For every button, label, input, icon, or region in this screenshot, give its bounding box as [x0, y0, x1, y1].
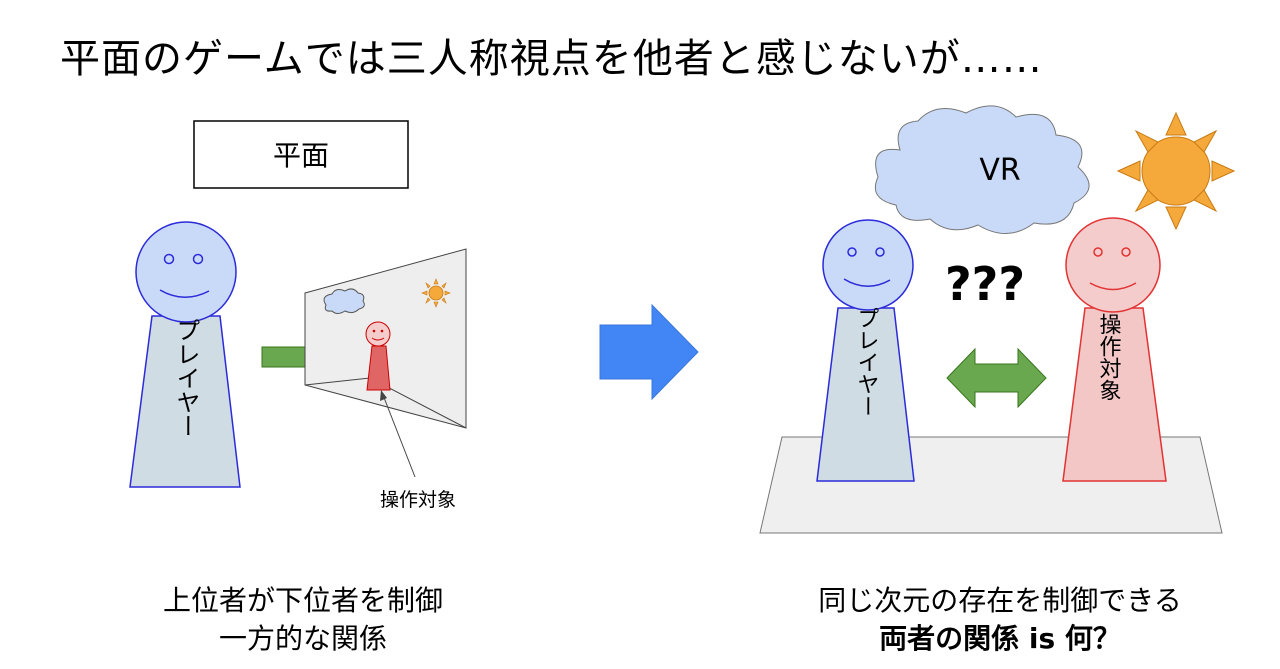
- target-pointer-line: [382, 394, 416, 478]
- vr-player-label: プレイヤー: [854, 307, 879, 417]
- right-caption: 同じ次元の存在を制御できる 両者の関係 is 何？: [770, 582, 1230, 658]
- small-cloud-icon: [323, 288, 365, 314]
- flat-label-box: 平面: [193, 120, 409, 189]
- vr-target-figure: 操作対象: [1062, 217, 1167, 482]
- double-green-arrow: [946, 347, 1047, 409]
- vr-player-figure: プレイヤー: [816, 219, 915, 482]
- flat-screen-panel: [304, 248, 467, 429]
- slide-title: 平面のゲームでは三人称視点を他者と感じないが……: [60, 36, 1043, 82]
- vr-cloud: VR: [874, 105, 1090, 234]
- center-blue-arrow: [599, 303, 699, 401]
- small-sun-icon: [421, 278, 451, 308]
- small-target-figure: [365, 321, 391, 391]
- left-player-figure: プレイヤー: [129, 221, 241, 488]
- sun-icon: [1116, 111, 1236, 231]
- left-target-label: 操作対象: [380, 489, 456, 511]
- vr-cloud-label: VR: [979, 153, 1020, 188]
- left-caption: 上位者が下位者を制御 一方的な関係: [128, 582, 478, 658]
- target-pointer-head: [380, 390, 387, 401]
- flat-label-text: 平面: [273, 139, 329, 172]
- left-caption-line2: 一方的な関係: [218, 622, 387, 655]
- question-marks: ???: [945, 257, 1025, 311]
- left-player-label: プレイヤー: [172, 318, 200, 438]
- right-caption-line2: 両者の関係 is 何？: [879, 622, 1121, 655]
- vr-target-label: 操作対象: [1096, 313, 1122, 401]
- left-caption-line1: 上位者が下位者を制御: [162, 584, 443, 617]
- right-caption-line1: 同じ次元の存在を制御できる: [818, 584, 1182, 617]
